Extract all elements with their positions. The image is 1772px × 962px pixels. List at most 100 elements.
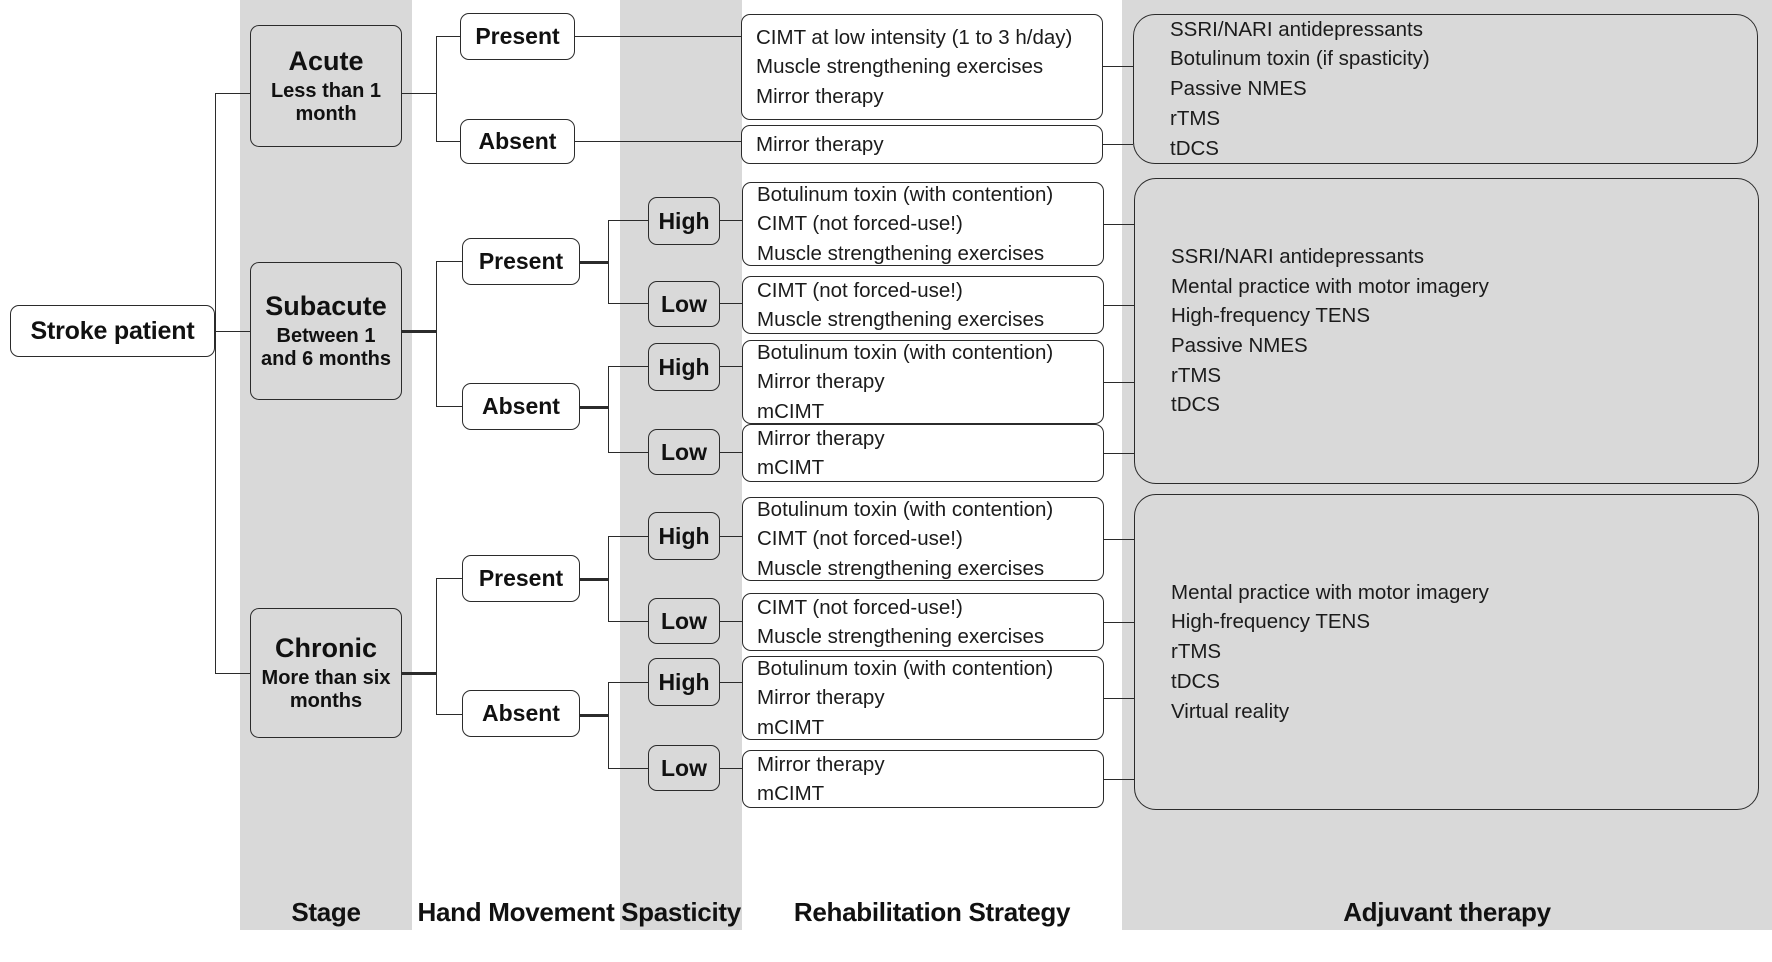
- chronic-absent-out: [580, 714, 608, 717]
- sp-label-high: High: [658, 522, 710, 549]
- adjuvant-line: Botulinum toxin (if spasticity): [1170, 47, 1430, 71]
- rehab-box-subacute-absent-high[interactable]: Botulinum toxin (with contention) Mirror…: [742, 340, 1104, 424]
- stage-node-acute[interactable]: Acute Less than 1 month: [250, 25, 402, 147]
- adjuvant-line: Mental practice with motor imagery: [1171, 274, 1489, 298]
- rehab-line: Muscle strengthening exercises: [757, 556, 1045, 580]
- acute-hm-spine: [436, 36, 437, 141]
- adjuvant-line: rTMS: [1171, 363, 1222, 387]
- rehab-box-subacute-absent-low[interactable]: Mirror therapy mCIMT: [742, 424, 1104, 482]
- rehab-box-chronic-present-low[interactable]: CIMT (not forced-use!) Muscle strengthen…: [742, 593, 1104, 651]
- root-branch-acute: [215, 93, 250, 94]
- spasticity-node-subacute-present-low[interactable]: Low: [648, 281, 720, 327]
- chronic-present-out: [580, 578, 608, 581]
- rehab-line: Botulinum toxin (with contention): [757, 498, 1054, 522]
- sp-label-low: Low: [661, 290, 707, 317]
- rehab-line: Botulinum toxin (with contention): [757, 657, 1054, 681]
- spasticity-node-chronic-absent-low[interactable]: Low: [648, 745, 720, 791]
- chronic-hm-spine: [436, 578, 437, 714]
- sp-chr-ah-to-rehab: [720, 682, 742, 683]
- rehab-line: Muscle strengthening exercises: [757, 308, 1045, 331]
- stage-node-chronic[interactable]: Chronic More than six months: [250, 608, 402, 738]
- stage-node-subacute[interactable]: Subacute Between 1 and 6 months: [250, 262, 402, 400]
- hm-label-chronic-absent: Absent: [482, 700, 560, 726]
- rehab-box-subacute-present-low[interactable]: CIMT (not forced-use!) Muscle strengthen…: [742, 276, 1104, 334]
- chronic-hm-branch-present: [436, 578, 462, 579]
- rehab-box-acute-absent[interactable]: Mirror therapy: [741, 125, 1103, 164]
- chr-rehab-ah-out: [1104, 698, 1134, 699]
- sub-rehab-pl-out: [1104, 305, 1134, 306]
- adjuvant-line: Mental practice with motor imagery: [1171, 580, 1489, 604]
- rehab-box-acute-present[interactable]: CIMT at low intensity (1 to 3 h/day) Mus…: [741, 14, 1103, 120]
- rehab-line: CIMT (not forced-use!): [757, 212, 963, 236]
- chronic-present-branch-high: [608, 536, 648, 537]
- rehab-line: CIMT (not forced-use!): [757, 278, 963, 302]
- caption-spasticity: Spasticity: [620, 897, 742, 928]
- adjuvant-line: SSRI/NARI antidepressants: [1171, 244, 1424, 268]
- hm-label-chronic-present: Present: [478, 565, 564, 591]
- stage-title-acute: Acute: [288, 45, 364, 76]
- spasticity-node-subacute-present-high[interactable]: High: [648, 197, 720, 245]
- sp-chr-al-to-rehab: [720, 768, 742, 769]
- adjuvant-box-subacute[interactable]: SSRI/NARI antidepressants Mental practic…: [1134, 178, 1759, 484]
- spasticity-node-chronic-present-high[interactable]: High: [648, 512, 720, 560]
- rehab-line: Mirror therapy: [757, 370, 885, 394]
- adjuvant-line: SSRI/NARI antidepressants: [1170, 17, 1423, 41]
- rehab-box-chronic-absent-high[interactable]: Botulinum toxin (with contention) Mirror…: [742, 656, 1104, 740]
- stage-subtitle-subacute: Between 1 and 6 months: [260, 325, 391, 370]
- rehab-line: Mirror therapy: [757, 686, 885, 710]
- caption-rehabilitation-strategy-label: Rehabilitation Strategy: [793, 897, 1071, 927]
- rehab-line: mCIMT: [757, 456, 825, 479]
- rehab-line: mCIMT: [757, 782, 825, 805]
- adjuvant-box-acute[interactable]: SSRI/NARI antidepressants Botulinum toxi…: [1133, 14, 1758, 164]
- subacute-absent-branch-high: [608, 366, 648, 367]
- acute-rehab-present-out: [1103, 66, 1133, 67]
- sub-rehab-al-out: [1104, 453, 1134, 454]
- sp-sub-ph-to-rehab: [720, 220, 742, 221]
- chronic-present-branch-low: [608, 621, 648, 622]
- sp-chr-ph-to-rehab: [720, 536, 742, 537]
- root-branch-subacute: [215, 331, 250, 332]
- spasticity-node-chronic-absent-high[interactable]: High: [648, 658, 720, 706]
- rehab-line: Muscle strengthening exercises: [757, 625, 1045, 648]
- adjuvant-line: Passive NMES: [1171, 334, 1308, 357]
- spasticity-node-subacute-absent-high[interactable]: High: [648, 343, 720, 391]
- rehab-line: Mirror therapy: [757, 752, 885, 776]
- subacute-present-branch-high: [608, 220, 648, 221]
- hand-movement-node-acute-present[interactable]: Present: [460, 13, 575, 60]
- hm-label-acute-present: Present: [475, 23, 560, 49]
- rehab-box-chronic-absent-low[interactable]: Mirror therapy mCIMT: [742, 750, 1104, 808]
- sp-label-low: Low: [661, 607, 707, 634]
- hand-movement-node-acute-absent[interactable]: Absent: [460, 119, 575, 164]
- rehab-line: mCIMT: [757, 715, 825, 739]
- subacute-present-sp-spine: [608, 220, 609, 303]
- sp-chr-pl-to-rehab: [720, 621, 742, 622]
- rehab-line: CIMT (not forced-use!): [757, 527, 963, 551]
- adjuvant-line: rTMS: [1171, 640, 1222, 664]
- sp-label-high: High: [658, 207, 710, 234]
- chronic-absent-sp-spine: [608, 682, 609, 768]
- root-node-stroke-patient[interactable]: Stroke patient: [10, 305, 215, 357]
- hand-movement-node-chronic-present[interactable]: Present: [462, 555, 580, 602]
- spasticity-node-chronic-present-low[interactable]: Low: [648, 598, 720, 644]
- rehab-box-chronic-present-high[interactable]: Botulinum toxin (with contention) CIMT (…: [742, 497, 1104, 581]
- caption-spasticity-label: Spasticity: [621, 897, 741, 927]
- hand-movement-node-chronic-absent[interactable]: Absent: [462, 690, 580, 737]
- root-spine: [215, 93, 216, 673]
- adjuvant-line: tDCS: [1171, 669, 1220, 693]
- rehab-box-subacute-present-high[interactable]: Botulinum toxin (with contention) CIMT (…: [742, 182, 1104, 266]
- caption-rehabilitation-strategy: Rehabilitation Strategy: [742, 897, 1122, 928]
- sp-sub-al-to-rehab: [720, 452, 742, 453]
- subacute-stage-out: [402, 330, 436, 333]
- hand-movement-node-subacute-present[interactable]: Present: [462, 238, 580, 285]
- spasticity-node-subacute-absent-low[interactable]: Low: [648, 429, 720, 475]
- rehab-line: Mirror therapy: [757, 426, 885, 450]
- stage-title-subacute: Subacute: [265, 290, 387, 321]
- adjuvant-box-chronic[interactable]: Mental practice with motor imagery High-…: [1134, 494, 1759, 810]
- stage-subtitle-acute: Less than 1 month: [270, 80, 382, 125]
- adjuvant-line: Virtual reality: [1171, 699, 1290, 723]
- chronic-present-sp-spine: [608, 536, 609, 621]
- rehab-line: Botulinum toxin (with contention): [757, 183, 1054, 207]
- subacute-absent-out: [580, 406, 608, 409]
- hand-movement-node-subacute-absent[interactable]: Absent: [462, 383, 580, 430]
